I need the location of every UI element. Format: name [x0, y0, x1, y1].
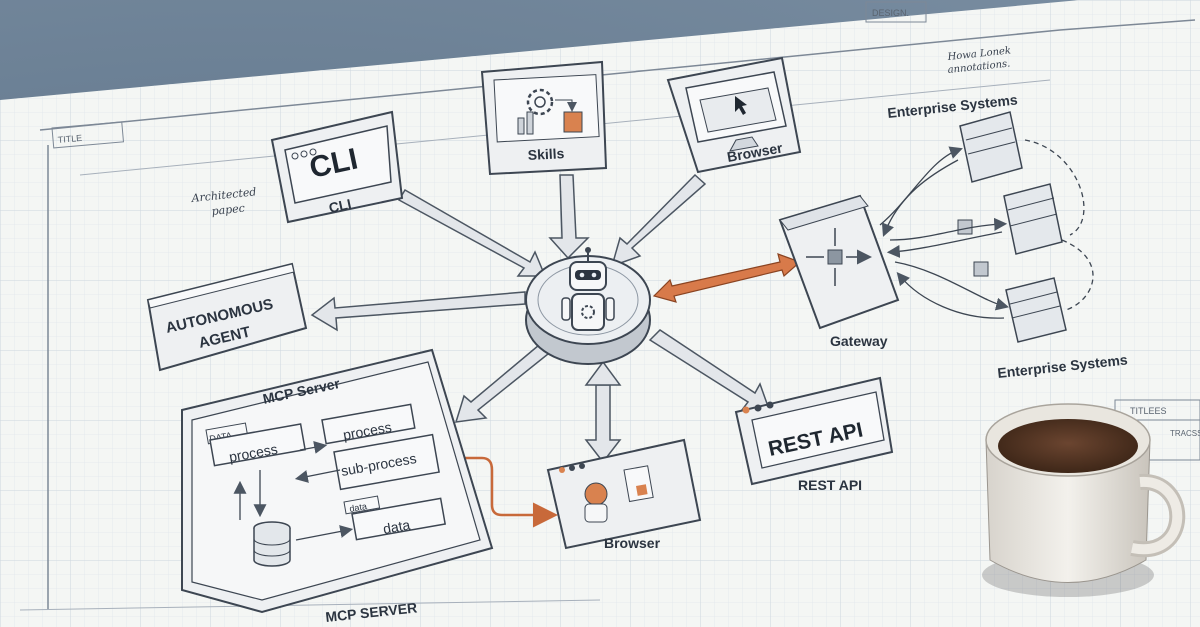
- robot-icon: [584, 482, 608, 523]
- skills-label: Skills: [527, 145, 565, 163]
- data-label: data: [382, 516, 412, 537]
- titles-block-label: TITLEES: [1130, 406, 1167, 416]
- arrow-hub-browser-bottom: [584, 384, 622, 464]
- process-right-box[interactable]: process: [321, 403, 416, 445]
- title-block-label: TITLE: [57, 133, 82, 145]
- arrow-cli-to-hub: [397, 188, 547, 277]
- connector-arrows: [310, 173, 772, 464]
- orange-arrows: [652, 253, 802, 303]
- browser-top-node[interactable]: Browser: [666, 56, 802, 174]
- sub-process-box[interactable]: sub-process: [333, 433, 440, 491]
- svg-text:data: data: [349, 501, 368, 514]
- trace-block-label: TRACSS: [1170, 429, 1200, 438]
- agent-hub-node[interactable]: [525, 247, 651, 365]
- database-icon: [253, 521, 291, 567]
- gear-icon: [581, 305, 595, 319]
- data-box[interactable]: data: [351, 497, 447, 541]
- design-block-label: DESIGN.: [872, 8, 909, 18]
- cli-label: CLI: [327, 196, 352, 216]
- cli-node[interactable]: CLI CLI: [270, 110, 404, 224]
- process-left-box[interactable]: process: [209, 423, 306, 467]
- server-icon[interactable]: [1005, 277, 1067, 343]
- arrow-hub-to-agent: [310, 291, 526, 332]
- note-left-line2: papec: [211, 202, 245, 218]
- coffee-mug-icon: [982, 403, 1186, 597]
- arrow-mcp-to-browser: [442, 456, 558, 528]
- arrow-browser-to-hub: [610, 173, 707, 268]
- arrow-hub-gateway: [652, 253, 802, 303]
- autonomous-agent-node[interactable]: AUTONOMOUS AGENT: [146, 262, 308, 372]
- arrow-hub-to-mcp: [454, 338, 555, 423]
- robot-icon: [561, 247, 615, 331]
- document-icon: [623, 465, 654, 503]
- server-icon[interactable]: [959, 111, 1023, 183]
- cursor-icon: [735, 96, 747, 115]
- rest-api-label: REST API: [798, 477, 862, 493]
- arrow-hub-to-rest: [648, 329, 772, 413]
- browser-bottom-node[interactable]: Browser: [546, 438, 702, 551]
- rest-api-node[interactable]: REST API REST API: [734, 376, 894, 493]
- browser-bottom-label: Browser: [604, 535, 661, 551]
- gear-icon: [526, 88, 554, 116]
- mcp-data2-tag: data: [343, 495, 381, 515]
- arrow-skills-to-hub: [548, 174, 590, 260]
- gateway-node[interactable]: Gateway: [778, 194, 900, 349]
- server-icon[interactable]: [1003, 183, 1063, 255]
- gateway-label: Gateway: [830, 333, 888, 349]
- mcp-server-node[interactable]: MCP Server DATA process process sub-proc…: [181, 348, 494, 625]
- traffic-light-dots-icon: [742, 406, 750, 414]
- skills-node[interactable]: Skills: [480, 60, 608, 176]
